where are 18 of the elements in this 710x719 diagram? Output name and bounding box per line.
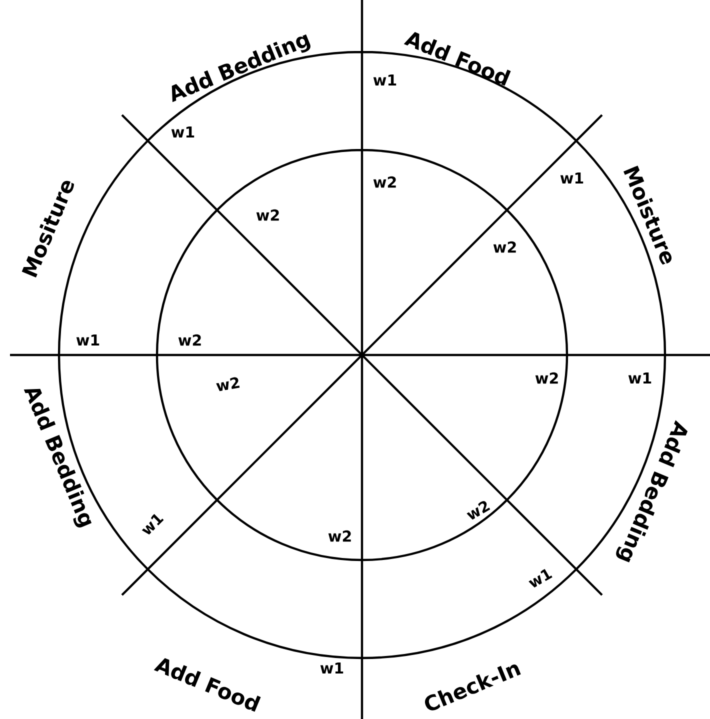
week-label: w1 — [76, 334, 100, 346]
week-label: w2 — [466, 501, 490, 520]
week-label: w1 — [560, 172, 584, 184]
week-label: w1 — [171, 126, 194, 138]
week-label: w1 — [628, 372, 652, 384]
week-label: w2 — [216, 377, 240, 392]
week-label: w1 — [373, 74, 396, 86]
week-label: w2 — [535, 372, 558, 384]
week-label: w1 — [528, 568, 552, 588]
week-label: w1 — [320, 662, 344, 674]
sector-label: Add Food — [154, 658, 261, 712]
week-label: w2 — [256, 209, 279, 221]
week-label: w2 — [328, 530, 351, 542]
week-label: w2 — [373, 176, 396, 188]
week-label: w1 — [142, 514, 164, 535]
sector-label: Add Food — [404, 32, 511, 86]
week-label: w2 — [493, 241, 516, 253]
week-label: w2 — [178, 334, 201, 346]
